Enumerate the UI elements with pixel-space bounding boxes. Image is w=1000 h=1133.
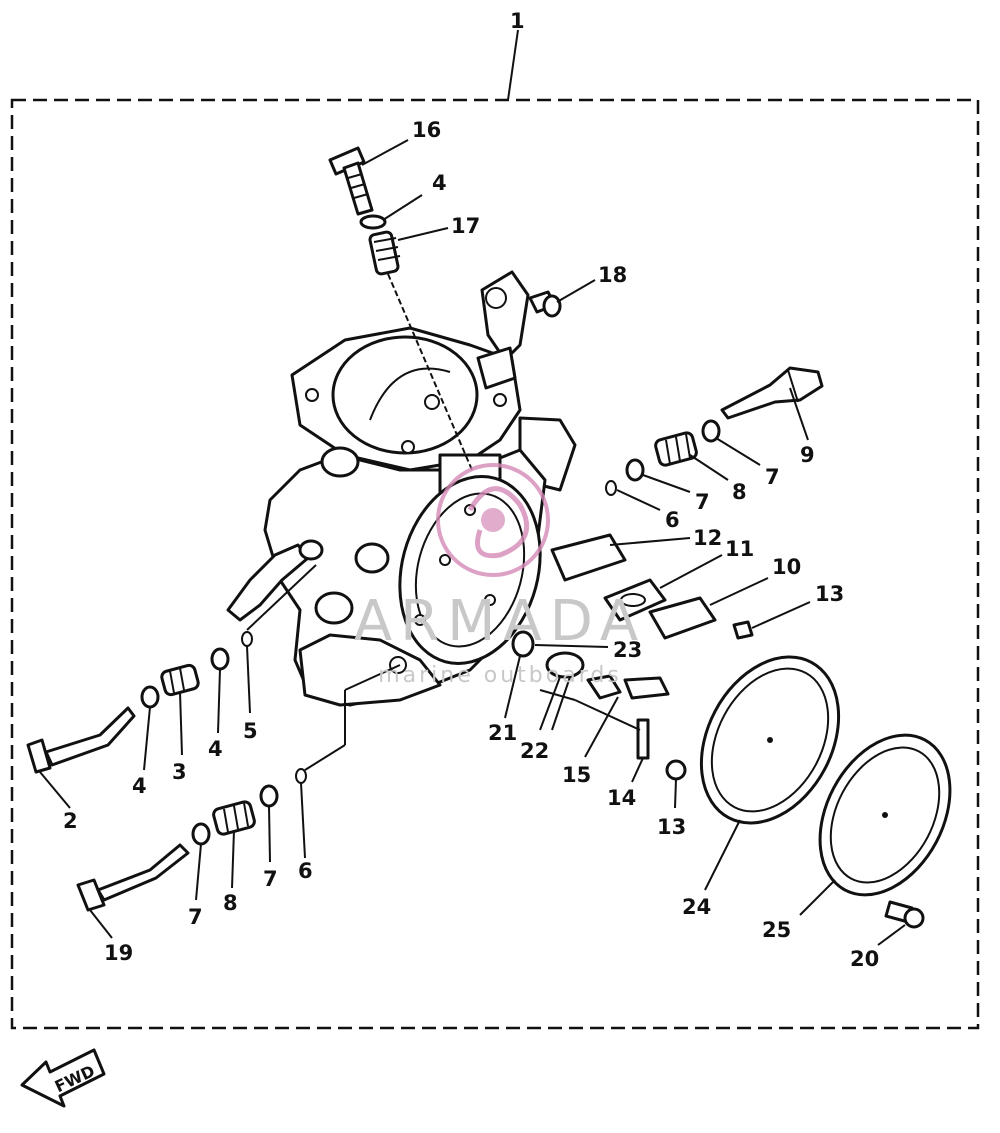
callout-21: 21 <box>488 721 517 745</box>
part-7-washer-b <box>625 458 645 482</box>
callout-12: 12 <box>693 526 722 550</box>
callout-22: 22 <box>520 739 549 763</box>
callout-11: 11 <box>725 537 754 561</box>
part-20-screw <box>884 900 925 929</box>
callout-9: 9 <box>800 443 815 467</box>
callout-15: 15 <box>562 763 591 787</box>
part-10-cover <box>648 596 717 640</box>
part-13-screw-a <box>732 620 754 640</box>
callout-7: 7 <box>695 490 710 514</box>
part-25-cover <box>818 733 952 897</box>
leader-1 <box>507 29 519 101</box>
fwd-arrow-icon: FWD <box>20 1048 106 1108</box>
part-18-screw <box>528 290 562 318</box>
callout-6: 6 <box>665 508 680 532</box>
callout-7: 7 <box>765 465 780 489</box>
part-14-pin <box>636 718 650 760</box>
watermark-logo-mark <box>467 486 530 559</box>
part-21-oring <box>511 630 535 658</box>
part-9-needle <box>720 366 824 420</box>
part-24-diaphragm <box>699 655 841 825</box>
part-12-gasket <box>550 533 627 582</box>
callout-23: 23 <box>613 638 642 662</box>
part-4-washer-c <box>210 647 230 671</box>
part-7-washer-d <box>259 784 279 808</box>
watermark-tagline: marine outboards <box>378 663 622 688</box>
part-8-spring-b <box>212 800 256 836</box>
callout-4: 4 <box>432 171 447 195</box>
callout-14: 14 <box>607 786 636 810</box>
leader-lines <box>39 139 906 946</box>
callout-10: 10 <box>772 555 801 579</box>
part-6-oring-b <box>295 768 307 784</box>
part-17-spring <box>368 230 401 276</box>
callout-16: 16 <box>412 118 441 142</box>
callout-2: 2 <box>63 809 78 833</box>
callout-3: 3 <box>172 760 187 784</box>
watermark: ARMADA marine outboards <box>354 463 646 688</box>
callout-8: 8 <box>223 891 238 915</box>
watermark-logo-icon <box>436 463 550 577</box>
part-3-spring <box>160 663 200 697</box>
callout-6: 6 <box>298 859 313 883</box>
callout-5: 5 <box>243 719 258 743</box>
part-7-washer-c <box>191 822 211 846</box>
callout-4: 4 <box>132 774 147 798</box>
callout-13: 13 <box>815 582 844 606</box>
part-19-screw <box>76 843 190 912</box>
callout-19: 19 <box>104 941 133 965</box>
callout-8: 8 <box>732 480 747 504</box>
callout-4: 4 <box>208 737 223 761</box>
callout-20: 20 <box>850 947 879 971</box>
part-6-oring-a <box>605 480 617 496</box>
part-15-valve <box>586 674 670 700</box>
part-13-screw-b <box>665 759 687 781</box>
callout-1: 1 <box>510 9 525 33</box>
callout-18: 18 <box>598 263 627 287</box>
callout-25: 25 <box>762 918 791 942</box>
part-7-washer-a <box>701 419 721 443</box>
callouts: 1 16 4 17 18 9 7 8 7 6 12 11 10 13 23 21… <box>63 9 879 971</box>
assembly-boundary <box>10 98 980 1030</box>
part-5-oring <box>241 631 253 647</box>
callout-7: 7 <box>263 867 278 891</box>
part-11-plate <box>603 578 667 622</box>
watermark-brand: ARMADA <box>354 589 646 654</box>
part-16-screw <box>328 146 374 216</box>
part-4-washer-b <box>140 685 160 709</box>
part-8-spring-a <box>654 431 698 467</box>
callout-24: 24 <box>682 895 711 919</box>
callout-7: 7 <box>188 905 203 929</box>
part-2-screw <box>26 706 136 774</box>
part-4-washer-top <box>359 214 387 230</box>
callout-17: 17 <box>451 214 480 238</box>
part-22-filter <box>545 651 585 679</box>
callout-13: 13 <box>657 815 686 839</box>
